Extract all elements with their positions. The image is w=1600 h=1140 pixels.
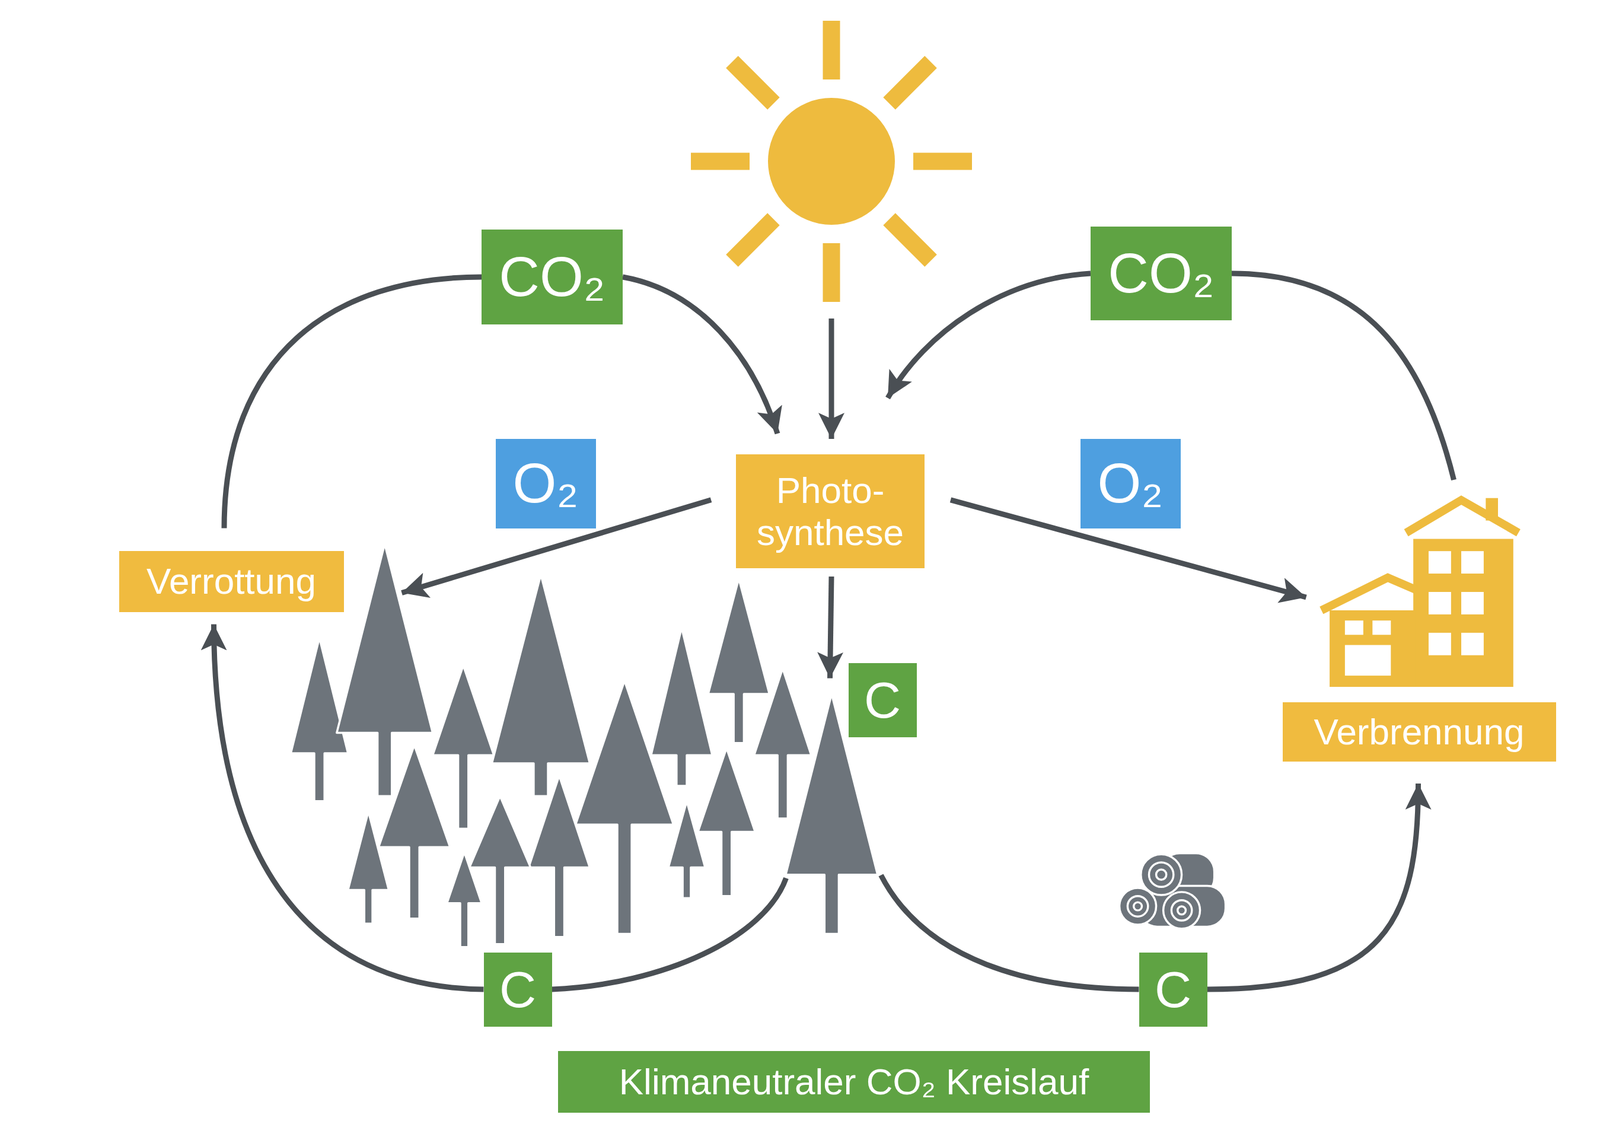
element-box: C [483,952,553,1027]
node-label: CO₂ [498,244,605,309]
node-label: O₂ [512,450,579,516]
element-box: C [848,663,917,738]
flow-arrow [214,624,484,990]
process-box: Verrottung [119,550,344,613]
process-box: Verbrennung [1282,702,1557,762]
node-label: CO₂ [1107,240,1214,306]
title-band: Klimaneutraler CO₂ Kreislauf [558,1050,1150,1113]
node-label: C [499,960,537,1019]
flow-arrow [224,276,482,529]
molecule-box: CO₂ [481,229,623,325]
flow-arrow [830,576,833,679]
flow-arrow [1231,273,1455,480]
flow-arrow [1207,783,1419,990]
molecule-box: CO₂ [1090,226,1232,321]
flow-arrow [887,273,1091,398]
flow-arrow [881,875,1140,990]
node-label: Klimaneutraler CO₂ Kreislauf [619,1060,1089,1103]
element-box: C [1139,952,1208,1027]
forest [290,543,878,948]
molecule-box: O₂ [1080,438,1181,529]
firewood-icon [1119,853,1226,929]
molecule-box: O₂ [495,438,596,529]
node-label: Verbrennung [1313,710,1525,753]
flow-arrow [622,276,778,434]
sun [690,20,972,302]
flow-arrow [552,878,787,990]
node-label: C [1154,960,1192,1019]
node-label: O₂ [1097,450,1164,516]
node-label: Verrottung [146,559,317,602]
house [1321,498,1519,687]
node-label: Photo- synthese [756,469,904,554]
process-box: Photo- synthese [735,454,925,569]
node-label: C [864,670,901,730]
sunlight-arrow [829,318,835,439]
